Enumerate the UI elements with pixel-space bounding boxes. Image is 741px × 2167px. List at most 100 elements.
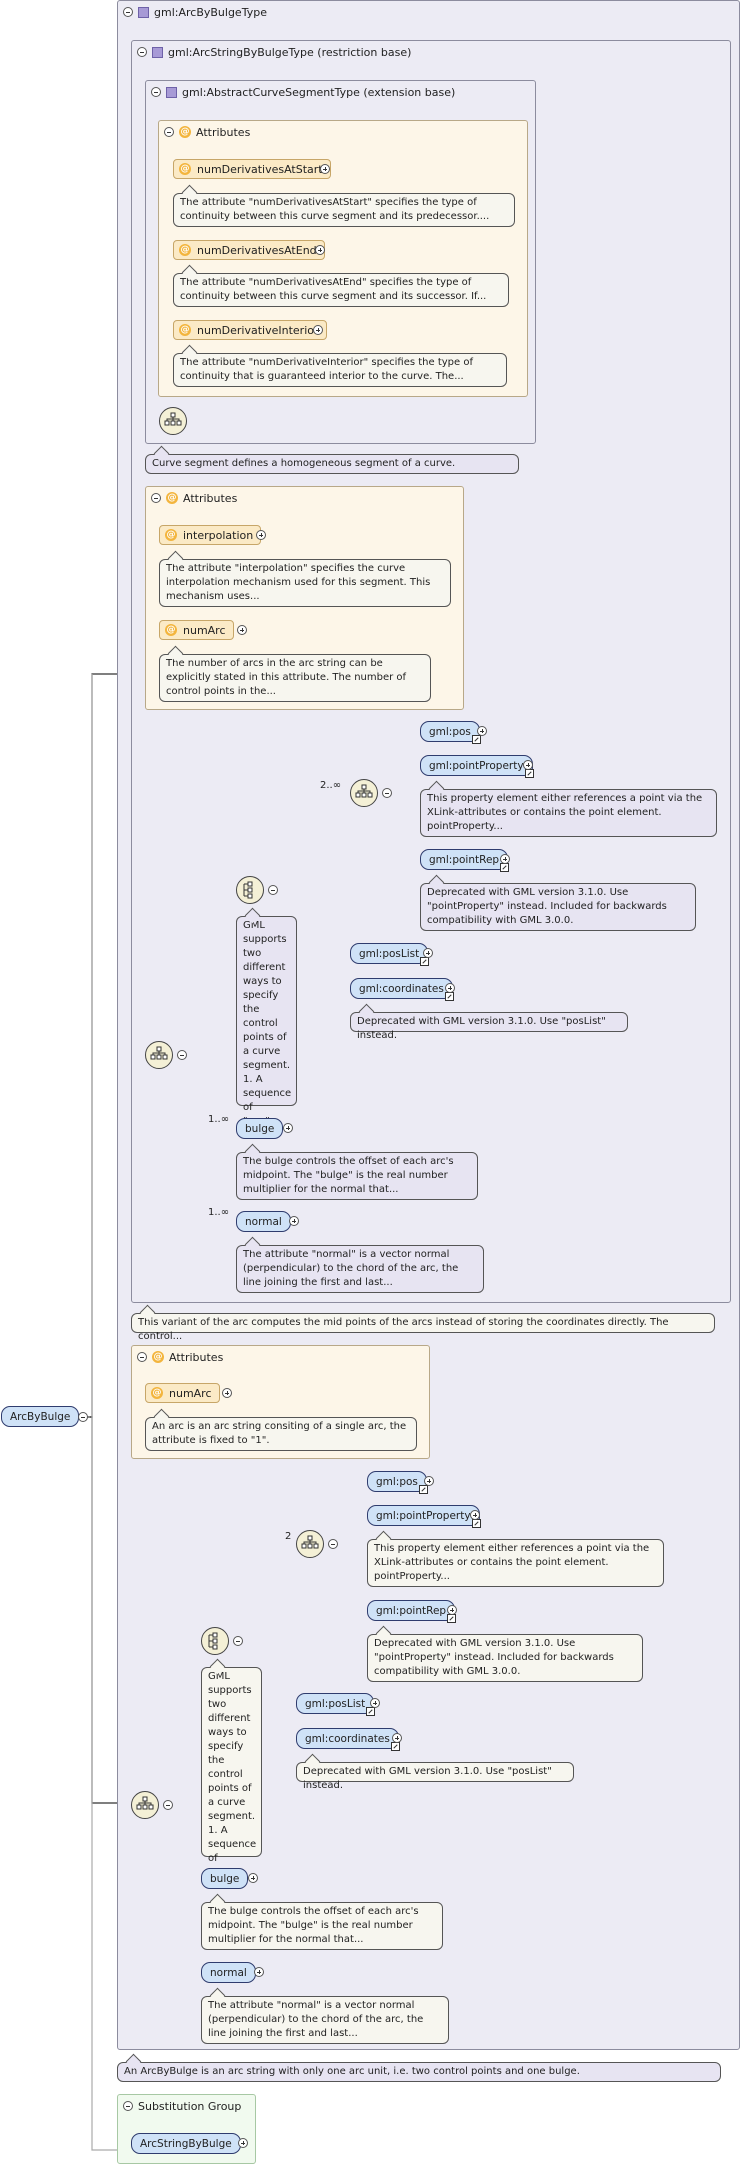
- type-icon: [166, 86, 177, 98]
- choice-icon[interactable]: [201, 1627, 229, 1655]
- at-icon: @: [179, 126, 191, 138]
- attributes-title: Attributes: [169, 1350, 224, 1364]
- substitution-group-header: Substitution Group: [123, 2098, 241, 2114]
- documentation: The attribute "normal" is a vector norma…: [236, 1245, 484, 1293]
- sequence-icon[interactable]: [159, 407, 187, 435]
- attribute-name: numArc: [169, 1386, 212, 1400]
- reference-arrow-icon: [444, 992, 454, 1001]
- element-gml-pos[interactable]: gml:pos: [420, 721, 481, 744]
- attribute-num-arc[interactable]: @ numArc: [159, 620, 234, 640]
- plus-icon[interactable]: [238, 2138, 248, 2148]
- element-normal[interactable]: normal: [201, 1962, 256, 1983]
- plus-icon[interactable]: [320, 164, 330, 174]
- plus-icon[interactable]: [254, 1967, 264, 1977]
- plus-icon[interactable]: [289, 1216, 299, 1226]
- attribute-num-derivatives-at-end[interactable]: @ numDerivativesAtEnd: [173, 240, 325, 260]
- type-name: gml:AbstractCurveSegmentType (extension …: [182, 85, 456, 99]
- plus-icon[interactable]: [315, 245, 325, 255]
- plus-icon[interactable]: [477, 726, 487, 736]
- documentation: GML supports two different ways to speci…: [236, 916, 297, 1127]
- collapse-icon[interactable]: [151, 493, 161, 503]
- sequence-icon[interactable]: [145, 1041, 173, 1069]
- arc-string-by-bulge-type-header: gml:ArcStringByBulgeType (restriction ba…: [137, 44, 411, 60]
- reference-arrow-icon: [390, 1742, 400, 1751]
- collapse-icon[interactable]: [163, 1800, 173, 1810]
- element-gml-point-rep[interactable]: gml:pointRep: [420, 849, 510, 872]
- element-bulge[interactable]: bulge: [201, 1868, 249, 1889]
- element-name: normal: [245, 1215, 282, 1228]
- plus-icon[interactable]: [445, 983, 455, 993]
- element-arc-string-by-bulge[interactable]: ArcStringByBulge: [131, 2133, 241, 2154]
- sequence-icon[interactable]: [350, 779, 378, 807]
- reference-arrow-icon: [471, 735, 481, 744]
- at-icon: @: [179, 244, 191, 256]
- reference-arrow-icon: [471, 1519, 481, 1528]
- element-bulge[interactable]: bulge: [236, 1118, 284, 1139]
- attribute-num-derivatives-at-start[interactable]: @ numDerivativesAtStart: [173, 159, 331, 179]
- plus-icon[interactable]: [424, 1476, 434, 1486]
- collapse-icon[interactable]: [382, 788, 392, 798]
- element-name: gml:pointProperty: [376, 1509, 471, 1522]
- sequence-icon[interactable]: [131, 1791, 159, 1819]
- plus-icon[interactable]: [447, 1605, 457, 1615]
- collapse-icon[interactable]: [233, 1636, 243, 1646]
- choice-icon[interactable]: [236, 876, 264, 904]
- element-gml-coordinates[interactable]: gml:coordinates: [350, 978, 454, 1001]
- attributes-header: @ Attributes: [137, 1349, 223, 1365]
- element-gml-coordinates[interactable]: gml:coordinates: [296, 1728, 400, 1751]
- plus-icon[interactable]: [237, 625, 247, 635]
- collapse-icon[interactable]: [164, 127, 174, 137]
- plus-icon[interactable]: [222, 1388, 232, 1398]
- sequence-icon[interactable]: [296, 1530, 324, 1558]
- attribute-num-derivative-interior[interactable]: @ numDerivativeInterior: [173, 320, 327, 340]
- documentation: Deprecated with GML version 3.1.0. Use "…: [350, 1012, 628, 1041]
- element-gml-point-property[interactable]: gml:pointProperty: [367, 1505, 481, 1528]
- attribute-name: numArc: [183, 623, 226, 637]
- collapse-icon[interactable]: [123, 7, 133, 17]
- reference-arrow-icon: [366, 1707, 376, 1716]
- collapse-icon[interactable]: [268, 885, 278, 895]
- plus-icon[interactable]: [470, 1510, 480, 1520]
- element-name: gml:coordinates: [305, 1732, 390, 1745]
- documentation: Deprecated with GML version 3.1.0. Use "…: [296, 1762, 574, 1791]
- collapse-icon[interactable]: [177, 1050, 187, 1060]
- documentation: The attribute "interpolation" specifies …: [159, 559, 451, 607]
- collapse-icon[interactable]: [137, 47, 147, 57]
- element-gml-point-rep[interactable]: gml:pointRep: [367, 1600, 457, 1623]
- collapse-icon[interactable]: [137, 1352, 147, 1362]
- element-gml-point-property[interactable]: gml:pointProperty: [420, 755, 534, 778]
- plus-icon[interactable]: [283, 1123, 293, 1133]
- attribute-name: interpolation: [183, 528, 254, 542]
- documentation: The attribute "numDerivativeInterior" sp…: [173, 353, 507, 387]
- documentation: Deprecated with GML version 3.1.0. Use "…: [367, 1634, 643, 1682]
- documentation: This variant of the arc computes the mid…: [131, 1313, 715, 1342]
- type-icon: [152, 46, 163, 58]
- element-name: ArcByBulge: [10, 1410, 71, 1423]
- plus-icon[interactable]: [370, 1698, 380, 1708]
- collapse-icon[interactable]: [78, 1412, 88, 1422]
- plus-icon[interactable]: [392, 1733, 402, 1743]
- reference-arrow-icon: [418, 1485, 428, 1494]
- plus-icon[interactable]: [256, 530, 266, 540]
- element-name: gml:pointRep: [376, 1604, 447, 1617]
- attribute-num-arc[interactable]: @ numArc: [145, 1383, 220, 1403]
- element-gml-pos-list[interactable]: gml:posList: [350, 943, 430, 966]
- element-gml-pos-list[interactable]: gml:posList: [296, 1693, 376, 1716]
- collapse-icon[interactable]: [328, 1539, 338, 1549]
- element-name: gml:pos: [429, 725, 471, 738]
- collapse-icon[interactable]: [151, 87, 161, 97]
- element-name: normal: [210, 1966, 247, 1979]
- attribute-interpolation[interactable]: @ interpolation: [159, 525, 262, 545]
- plus-icon[interactable]: [500, 854, 510, 864]
- root-element-arc-by-bulge[interactable]: ArcByBulge: [1, 1406, 80, 1427]
- plus-icon[interactable]: [523, 760, 533, 770]
- element-name: bulge: [245, 1122, 275, 1135]
- element-gml-pos[interactable]: gml:pos: [367, 1471, 428, 1494]
- abstract-curve-segment-type-header: gml:AbstractCurveSegmentType (extension …: [151, 84, 455, 100]
- at-icon: @: [179, 163, 191, 175]
- plus-icon[interactable]: [313, 325, 323, 335]
- plus-icon[interactable]: [248, 1873, 258, 1883]
- plus-icon[interactable]: [423, 948, 433, 958]
- collapse-icon[interactable]: [123, 2101, 133, 2111]
- element-normal[interactable]: normal: [236, 1211, 291, 1232]
